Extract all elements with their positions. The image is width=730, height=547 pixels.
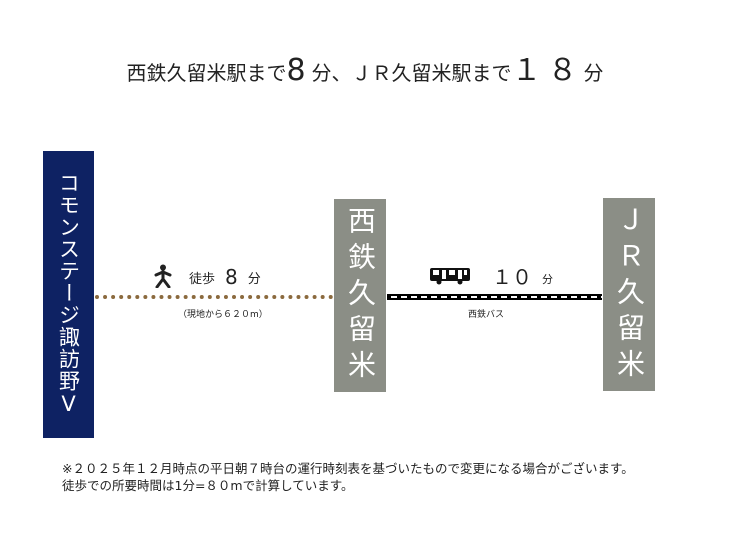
walk-label: 徒歩 [189,272,216,287]
headline-walk-min: 8 [286,53,312,88]
walk-distance: （現地から６２０m） [178,310,268,320]
headline-suffix: 分 [583,61,604,85]
bus-info: １０ 分 [430,266,553,288]
walking-person-icon [154,264,172,288]
footnotes: ※２０２５年１２月時点の平日朝７時台の運行時刻表を基づいたもので変更になる場合が… [62,460,634,494]
bus-icon [430,268,470,285]
bus-route-line [387,294,602,300]
origin-box: コモンステージ諏訪野Ⅴ [43,151,94,438]
footnote-schedule: ※２０２５年１２月時点の平日朝７時台の運行時刻表を基づいたもので変更になる場合が… [62,461,634,476]
station-jr-kurume: ＪＲ久留米 [603,198,655,391]
bus-unit: 分 [542,273,553,286]
walk-info: 徒歩 8 分 [153,264,261,288]
footnote-walk-calc: 徒歩での所要時間は1分=８０mで計算しています。 [62,478,354,493]
walk-unit: 分 [247,272,261,287]
headline: 西鉄久留米駅まで8分、ＪＲ久留米駅まで１８分 [0,45,730,89]
station-nishitetsu-kurume: 西鉄久留米 [334,199,386,392]
headline-total-min: １８ [511,53,584,88]
walk-minutes: 8 [225,265,238,289]
headline-mid: 分、ＪＲ久留米駅まで [311,61,512,85]
walk-route-line [95,295,333,299]
headline-prefix: 西鉄久留米駅まで [126,61,287,85]
bus-operator: 西鉄バス [468,310,505,320]
bus-minutes: １０ [492,265,532,289]
